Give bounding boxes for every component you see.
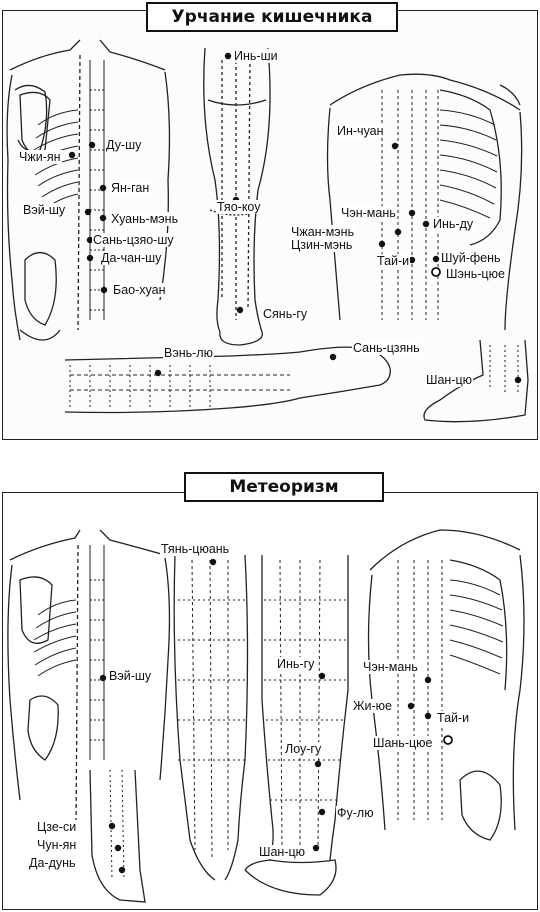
marker-shang-qiu-1	[514, 376, 522, 384]
label-tai-yi-2: Тай-и	[436, 711, 471, 725]
marker-lou-gu	[314, 760, 322, 768]
label-shui-fen: Шуй-фень	[440, 251, 502, 265]
marker-jie-xi	[108, 822, 116, 830]
marker-da-dun	[118, 866, 126, 874]
marker-du-shu	[88, 141, 96, 149]
label-wei-shu-2: Вэй-шу	[108, 669, 153, 683]
marker-san-jiao-shu	[86, 236, 94, 244]
label-fu-liu: Фу-лю	[336, 806, 375, 820]
label-da-chang-shu: Да-чан-шу	[100, 251, 163, 265]
marker-shui-fen	[432, 255, 440, 263]
label-tai-yi-1: Тай-и	[376, 254, 411, 268]
label-san-jiao-shu: Сань-цзяо-шу	[92, 233, 175, 247]
marker-tian-quan	[209, 558, 217, 566]
marker-jing-men	[378, 240, 386, 248]
label-yang-gang: Ян-ган	[110, 181, 151, 195]
marker-wei-shu-1	[84, 208, 92, 216]
marker-wen-liu	[154, 369, 162, 377]
marker-zhi-yang	[68, 151, 76, 159]
diagram-2-title: Метеоризм	[184, 472, 384, 502]
label-zhi-yang: Чжи-ян	[18, 150, 62, 164]
label-jie-xi: Цзе-си	[36, 820, 78, 834]
marker-zhang-men	[394, 228, 402, 236]
label-yin-du: Инь-ду	[432, 217, 475, 231]
marker-yin-chuan	[391, 142, 399, 150]
label-wen-liu: Вэнь-лю	[163, 346, 214, 360]
marker-shang-qiu-2	[312, 844, 320, 852]
label-xian-gu: Сянь-гу	[262, 307, 309, 321]
arm-figure-2	[173, 554, 249, 881]
label-du-shu: Ду-шу	[105, 138, 143, 152]
label-shen-que-1: Шэнь-цюе	[445, 267, 506, 281]
marker-da-chang-shu	[86, 254, 94, 262]
label-san-jian: Сань-цзянь	[352, 341, 421, 355]
label-wei-shu-1: Вэй-шу	[22, 203, 67, 217]
marker-shen-que-1	[431, 267, 441, 277]
label-shang-qiu-2: Шан-цю	[258, 845, 307, 859]
marker-tai-yi-1	[408, 256, 416, 264]
marker-ri-yue	[407, 702, 415, 710]
marker-yin-shi	[224, 52, 232, 60]
front-torso-figure-2	[367, 529, 525, 841]
label-zhang-men: Чжан-мэнь	[290, 225, 356, 239]
marker-shen-que-2	[443, 735, 453, 745]
label-chong-yang: Чун-ян	[36, 838, 78, 852]
marker-yang-gang	[99, 184, 107, 192]
diagram-1-title: Урчание кишечника	[146, 2, 398, 32]
label-lou-gu: Лоу-гу	[284, 742, 323, 756]
label-jing-men: Цзин-мэнь	[290, 238, 354, 252]
back-torso-figure-2	[7, 529, 171, 831]
label-shen-que-2: Шань-цюе	[372, 736, 434, 750]
marker-bao-huang	[100, 286, 108, 294]
label-yin-gu: Инь-гу	[276, 657, 316, 671]
marker-huang-men	[99, 214, 107, 222]
marker-yin-gu	[318, 672, 326, 680]
label-tiao-kou: Тяо-коу	[216, 200, 262, 214]
marker-cheng-man-2	[424, 676, 432, 684]
label-tian-quan: Тянь-цюань	[160, 542, 231, 556]
label-cheng-man-1: Чэн-мань	[340, 206, 397, 220]
label-yin-chuan: Ин-чуан	[336, 124, 385, 138]
label-da-dun: Да-дунь	[28, 856, 77, 870]
marker-san-jian	[329, 353, 337, 361]
marker-wei-shu-2	[99, 674, 107, 682]
label-ri-yue: Жи-юе	[352, 699, 394, 713]
marker-fu-liu	[318, 808, 326, 816]
marker-cheng-man-1	[408, 209, 416, 217]
marker-tai-yi-2	[424, 712, 432, 720]
label-huang-men: Хуань-мэнь	[110, 212, 180, 226]
label-yin-shi: Инь-ши	[233, 49, 279, 63]
marker-xian-gu	[236, 306, 244, 314]
marker-yin-du	[422, 220, 430, 228]
label-shang-qiu-1: Шан-цю	[425, 373, 474, 387]
marker-chong-yang	[114, 844, 122, 852]
label-cheng-man-2: Чэн-мань	[362, 660, 419, 674]
label-bao-huang: Бао-хуан	[112, 283, 167, 297]
